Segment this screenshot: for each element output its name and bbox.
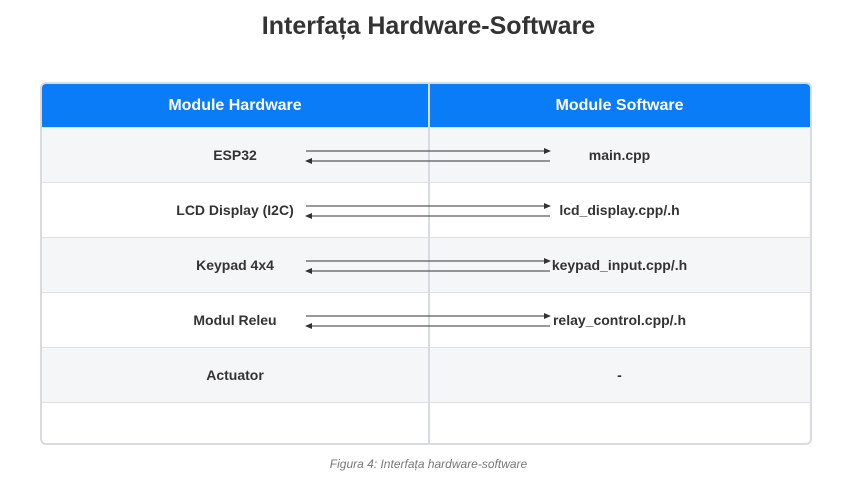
figure-caption: Figura 4: Interfața hardware-software bbox=[329, 457, 528, 471]
hardware-cell: ESP32 bbox=[213, 147, 257, 163]
software-cell: relay_control.cpp/.h bbox=[552, 312, 687, 328]
hardware-cell: LCD Display (I2C) bbox=[176, 202, 294, 218]
software-cell: - bbox=[617, 367, 622, 383]
hardware-cell: Actuator bbox=[206, 367, 264, 383]
software-cell: main.cpp bbox=[588, 147, 651, 163]
table-row: Keypad 4x4 keypad_input.cpp/.h bbox=[42, 237, 810, 292]
header-software: Module Software bbox=[555, 97, 684, 114]
software-cell: keypad_input.cpp/.h bbox=[551, 257, 688, 273]
software-cell: lcd_display.cpp/.h bbox=[559, 202, 680, 218]
header-hardware: Module Hardware bbox=[168, 97, 302, 114]
table-row: Actuator - bbox=[42, 347, 810, 402]
table-row: LCD Display (I2C) lcd_display.cpp/.h bbox=[42, 182, 810, 237]
interface-table: Module Hardware Module Software ESP32 ma… bbox=[40, 82, 812, 445]
hardware-cell: Keypad 4x4 bbox=[196, 257, 274, 273]
page-title: Interfața Hardware-Software bbox=[261, 12, 596, 40]
table-header: Module Hardware Module Software bbox=[42, 84, 810, 127]
column-divider bbox=[428, 84, 430, 443]
hardware-cell bbox=[42, 403, 428, 443]
table-row: Modul Releu relay_control.cpp/.h bbox=[42, 292, 810, 347]
software-cell bbox=[429, 403, 810, 443]
table-row bbox=[42, 402, 810, 443]
hardware-cell: Modul Releu bbox=[193, 312, 277, 328]
table-row: ESP32 main.cpp bbox=[42, 127, 810, 182]
